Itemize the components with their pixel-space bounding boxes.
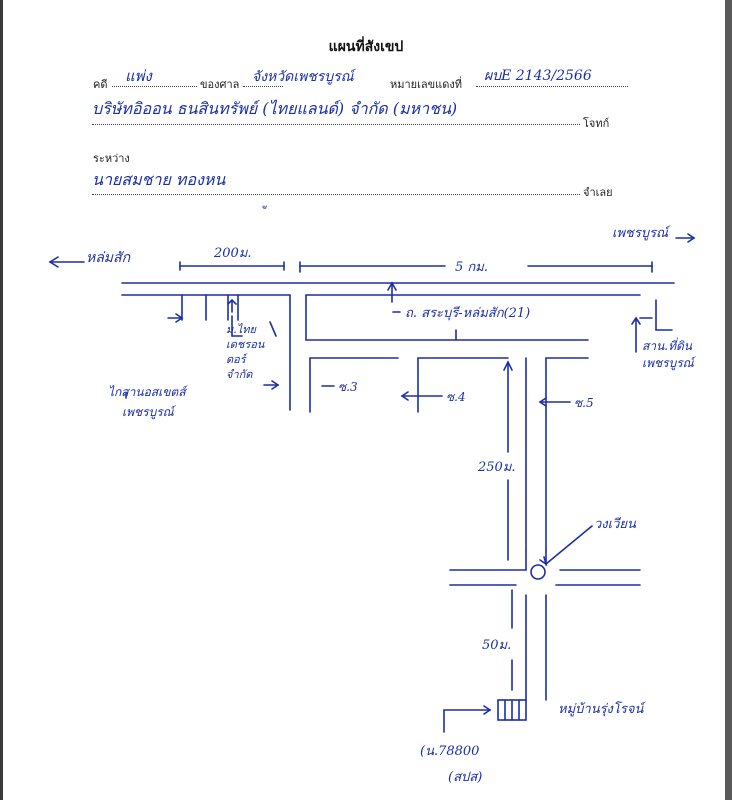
dist-200m: 200ม. <box>214 246 252 261</box>
plaintiff-label: โจทก์ <box>583 117 610 130</box>
village-label: หมู่บ้านรุ่งโรจน์ <box>558 702 644 717</box>
soi-4-label: ซ.4 <box>446 390 466 404</box>
case-label: คดี <box>93 78 108 91</box>
defendant-label: จำเลย <box>583 186 613 199</box>
deed-number-label: (น.78800 <box>420 744 480 759</box>
highway-label: ถ. สระบุรี-หล่มสัก(21) <box>405 306 531 321</box>
page-border-right <box>725 0 732 800</box>
dir-phetchabun: เพชรบูรณ์ <box>612 226 669 241</box>
between-label: ระหว่าง <box>93 152 130 165</box>
defendant-dots <box>92 194 580 195</box>
case-dots <box>112 86 197 87</box>
dist-5km: 5 กม. <box>455 260 488 275</box>
roundabout-label: วงเวียน <box>594 517 636 532</box>
plaintiff-name-handwritten: บริษัทอิออน ธนสินทรัพย์ (ไทยแลนด์) จำกัด… <box>92 99 458 118</box>
dist-250m: 250ม. <box>478 460 516 475</box>
station-label: ม.ไทย เดชรอน ดอร์ จำกัด <box>226 323 265 381</box>
soi-3-label: ซ.3 <box>338 380 358 394</box>
deed-type-label: (สปส) <box>448 770 483 785</box>
case-type-handwritten: แพ่ง <box>125 67 152 85</box>
court-dots <box>243 86 283 87</box>
roundabout-circle <box>530 564 546 580</box>
case-number-handwritten: ผบE 2143/2566 <box>484 68 592 84</box>
page-title: แผนที่สังเขป <box>328 39 404 55</box>
defendant-name-handwritten: นายสมชาย ทองหน <box>92 170 226 189</box>
case-number-dots <box>476 86 628 87</box>
case-number-label: หมายเลขแดงที่ <box>390 78 462 91</box>
plaintiff-dots <box>92 124 580 125</box>
page-border-left <box>0 0 3 800</box>
land-office-right-label: สาน.ที่ดิน เพชรบูรณ์ <box>642 339 694 370</box>
court-name-handwritten: จังหวัดเพชรบูรณ์ <box>252 69 354 85</box>
soi-5-label: ซ.5 <box>574 396 594 410</box>
dist-50m: 50ม. <box>482 638 512 653</box>
court-label: ของศาล <box>200 78 240 91</box>
document-page <box>3 0 725 800</box>
dir-lomsak: หล่มสัก <box>86 250 131 266</box>
land-office-left-label: ไกสานอสเขตส์ เพชรบูรณ์ <box>108 385 186 419</box>
